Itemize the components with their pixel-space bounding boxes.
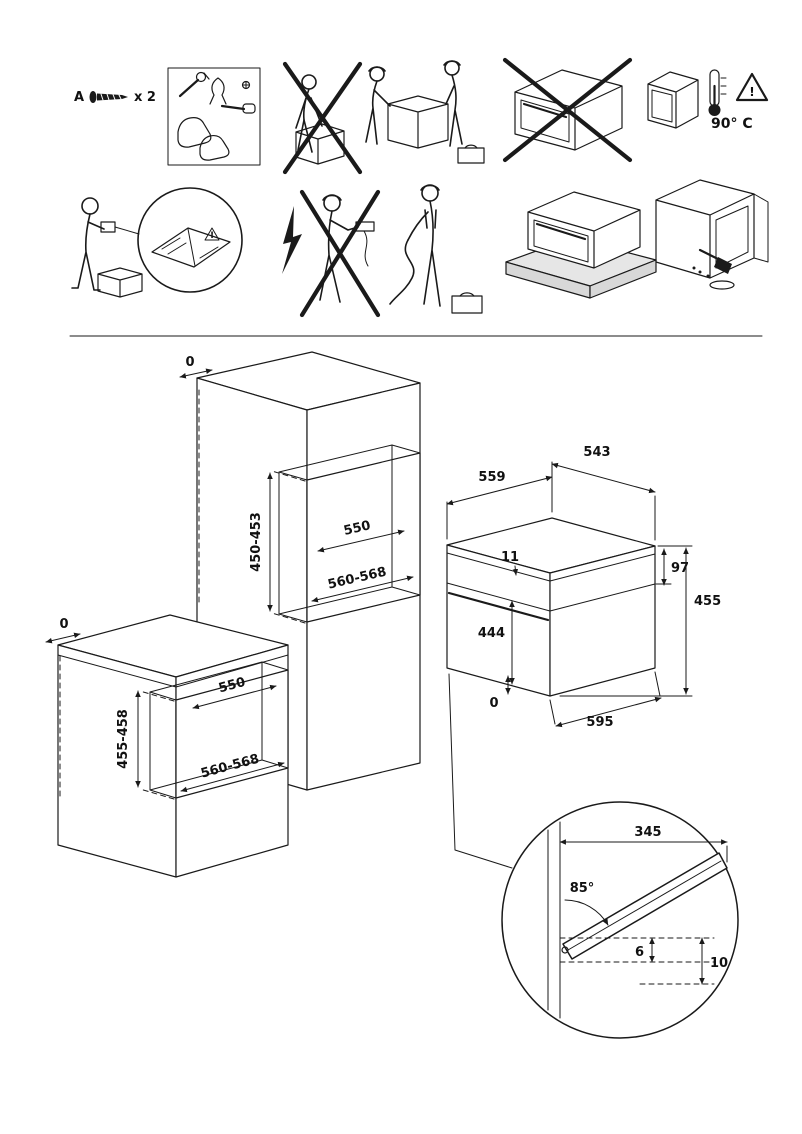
dim-tall-height: 450-453 xyxy=(249,512,264,572)
dim-door-angle: 85° xyxy=(570,881,595,896)
door-detail-drawing: 345 85° 6 10 xyxy=(501,801,739,1039)
hardware-quantity: x 2 xyxy=(134,90,156,105)
oven-icon xyxy=(527,191,641,269)
person-with-hose xyxy=(389,184,483,314)
hinge-pivot-icon xyxy=(561,946,569,954)
screwdriver-icon xyxy=(220,103,256,114)
open-manual-icon: ! xyxy=(151,227,231,268)
dim-oven-bottom-flush: 0 xyxy=(489,696,498,711)
pictogram-tools-and-gloves xyxy=(167,67,261,166)
toolbox-icon xyxy=(451,292,483,314)
wrench-icon xyxy=(178,71,210,98)
warning-mark: ! xyxy=(749,85,754,99)
pictogram-clean-cabinet-interior xyxy=(655,179,769,290)
two-people-carrying xyxy=(365,60,485,164)
dim-oven-door-height: 444 xyxy=(478,626,505,641)
pictogram-do-not-install-on-plinth xyxy=(505,191,657,299)
dim-door-projection: 345 xyxy=(634,825,661,840)
screw-head-icon xyxy=(241,80,251,90)
pictogram-screws-supplied: A x 2 xyxy=(74,90,156,105)
dim-base-flush: 0 xyxy=(59,617,68,632)
detail-circle xyxy=(501,801,739,1039)
hand-brush-icon xyxy=(692,248,735,290)
gloves-icon xyxy=(177,117,230,161)
dim-door-clearance: 10 xyxy=(710,956,728,971)
oven-drawing: 543 559 97 455 11 444 0 595 xyxy=(446,445,721,869)
thermometer-icon xyxy=(708,69,727,116)
detail-leader-line xyxy=(448,673,513,869)
dim-base-height: 455-458 xyxy=(116,709,131,769)
prohibition-cross-icon xyxy=(299,189,381,318)
manual-warning-mark: ! xyxy=(210,231,214,241)
pictogram-lift-with-two-people xyxy=(282,60,485,175)
prohibition-cross-icon xyxy=(282,61,363,175)
dim-oven-rear-width: 543 xyxy=(583,445,610,460)
dim-base-depth: 550 xyxy=(217,675,247,697)
lightning-bolt-icon xyxy=(282,206,302,274)
dim-door-bottom-gap: 6 xyxy=(635,945,644,960)
dim-oven-side-depth: 559 xyxy=(478,470,505,485)
magnifier-circle-icon xyxy=(137,187,243,293)
prohibition-cross-icon xyxy=(502,57,633,163)
base-unit-drawing: 0 455-458 550 560-568 xyxy=(45,614,289,878)
pliers-icon xyxy=(209,77,227,105)
dim-oven-panel-inset: 11 xyxy=(501,550,519,565)
hardware-label: A xyxy=(74,90,84,105)
max-temperature-label: 90° C xyxy=(711,116,753,132)
toolbox-icon xyxy=(457,144,485,164)
pictogram-do-not-carry-by-door xyxy=(502,57,633,163)
dim-oven-overall-width: 595 xyxy=(586,715,613,730)
dim-tall-flush: 0 xyxy=(185,355,194,370)
pictogram-cabinet-heat-resistance: ! 90° C xyxy=(647,69,769,132)
warning-triangle-icon: ! xyxy=(735,72,769,102)
dim-tall-depth: 550 xyxy=(342,518,372,539)
open-door-profile xyxy=(562,852,728,960)
dim-oven-overall-height: 455 xyxy=(694,594,721,609)
pictogram-no-unauthorized-power-tools xyxy=(282,184,483,318)
screw-icon xyxy=(89,91,128,103)
pictogram-read-instruction-manual: ! xyxy=(71,187,243,298)
